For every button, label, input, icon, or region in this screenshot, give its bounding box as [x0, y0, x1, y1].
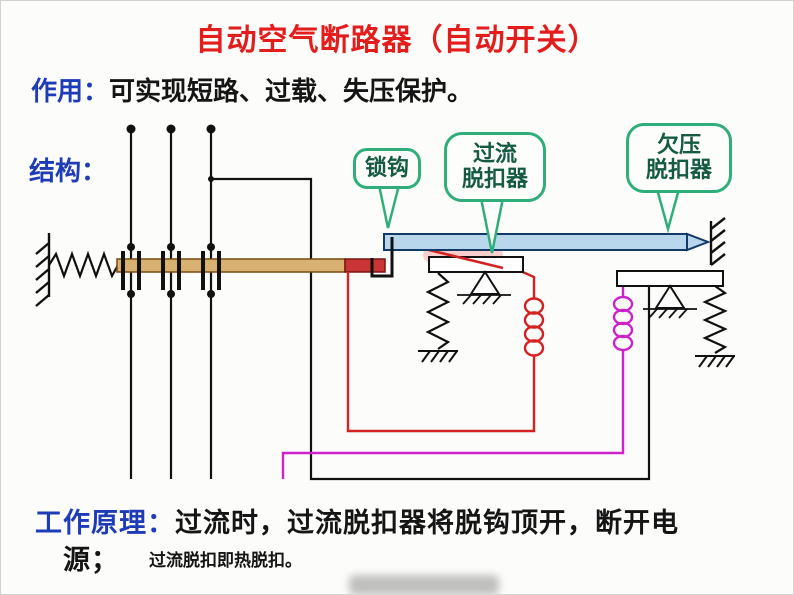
contact-assemblies — [121, 243, 221, 298]
principle-text-line1: 过流时，过流脱扣器将脱钩顶开，断开电 — [175, 508, 679, 538]
overcurrent-lever-red — [428, 248, 504, 270]
principle-label: 工作原理： — [35, 508, 175, 538]
undervoltage-spring — [702, 285, 728, 354]
undervoltage-ground — [695, 355, 735, 368]
wire-black — [208, 176, 651, 481]
overcurrent-label-line2: 脱扣器 — [461, 166, 528, 191]
wire-magenta — [281, 286, 625, 479]
function-line: 作用：可实现短路、过载、失压保护。 — [31, 71, 473, 108]
principle-line1: 工作原理：过流时，过流脱扣器将脱钩顶开，断开电 — [35, 501, 679, 540]
undervoltage-label-line2: 脱扣器 — [645, 157, 712, 182]
lock-hook-callout: 锁钩 — [353, 148, 421, 189]
undervoltage-tail — [655, 187, 681, 234]
latch-hook — [370, 237, 394, 278]
overcurrent-pivot-ground — [457, 294, 511, 305]
undervoltage-release — [616, 270, 735, 368]
trip-lever — [383, 232, 711, 252]
lock-hook-label: 锁钩 — [364, 155, 409, 181]
watermark-blur — [349, 575, 499, 594]
lock-hook-tail — [377, 183, 401, 229]
overcurrent-armature — [428, 256, 524, 273]
overcurrent-ground — [418, 350, 458, 363]
undervoltage-coil — [612, 295, 634, 352]
contact-bar — [116, 258, 346, 273]
lever-pivot-anchor — [709, 217, 726, 266]
undervoltage-pivot-ground — [643, 308, 697, 319]
function-text: 可实现短路、过载、失压保护。 — [109, 76, 474, 106]
undervoltage-armature — [616, 270, 724, 287]
principle-note: 过流脱扣即热脱扣。 — [149, 551, 302, 570]
supply-poles — [129, 129, 213, 479]
left-wall-anchor — [35, 233, 51, 307]
overcurrent-pivot — [469, 270, 501, 295]
principle-text-line2: 源； — [63, 545, 119, 575]
overcurrent-callout: 过流 脱扣器 — [444, 132, 546, 202]
principle-line2: 源； 过流脱扣即热脱扣。 — [63, 538, 302, 577]
overcurrent-release — [418, 240, 524, 363]
overcurrent-label-line1: 过流 — [472, 141, 517, 167]
release-spring — [48, 250, 119, 280]
page-title: 自动空气断路器（自动开关） — [195, 24, 599, 57]
pole-terminal-dots — [126, 124, 216, 134]
structure-label: 结构： — [29, 156, 108, 186]
overcurrent-spring — [425, 272, 451, 350]
contact-bar-tip — [344, 258, 386, 273]
undervoltage-callout: 欠压 脱扣器 — [626, 123, 732, 193]
function-label: 作用： — [31, 76, 110, 106]
overcurrent-coil — [523, 297, 545, 357]
undervoltage-label-line1: 欠压 — [656, 132, 701, 158]
undervoltage-pivot — [654, 284, 686, 309]
